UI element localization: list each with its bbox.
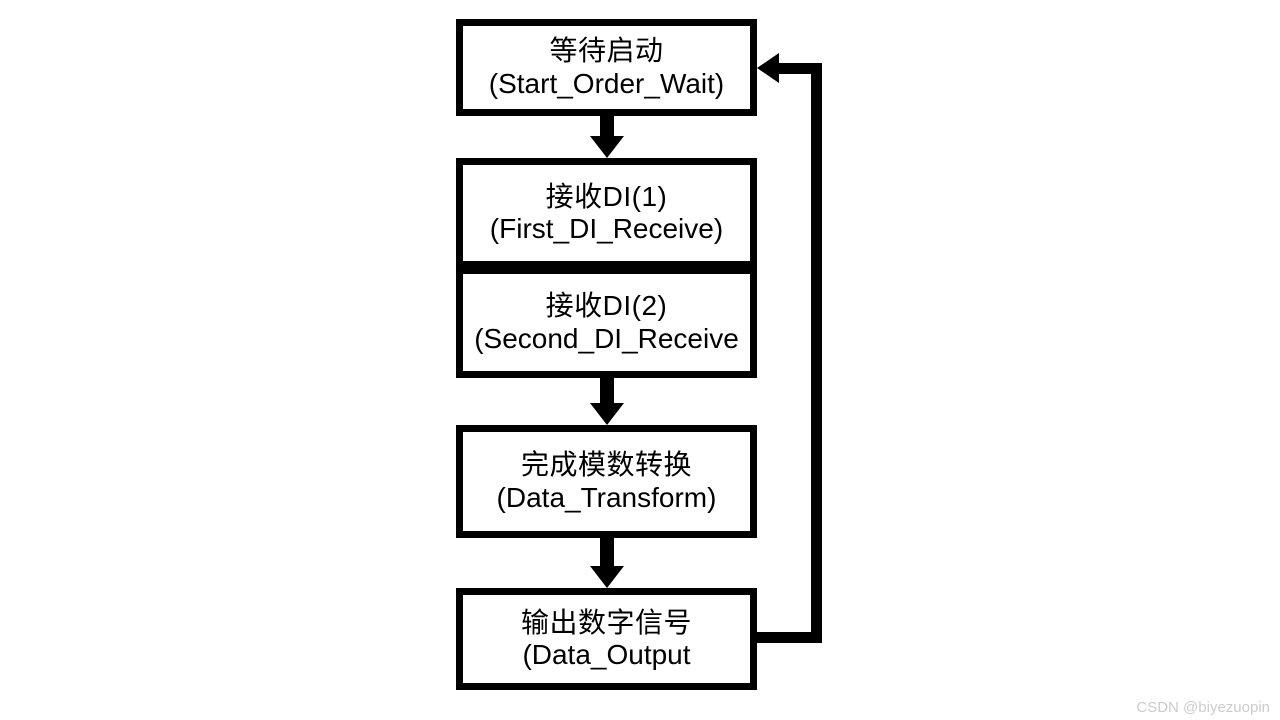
node-second-di-receive-cn-label: 接收DI(2) — [545, 290, 668, 322]
node-data-transform[interactable]: 完成模数转换 (Data_Transform) — [456, 425, 757, 538]
node-start-order-wait-cn-label: 等待启动 — [549, 35, 664, 67]
node-first-di-receive-en-label: (First_DI_Receive) — [489, 213, 724, 244]
node-data-output[interactable]: 输出数字信号 (Data_Output — [456, 588, 757, 690]
node-second-di-receive-en-label: (Second_DI_Receive — [474, 322, 739, 354]
edge-transform-to-output-line — [600, 538, 614, 570]
edge-feedback-vertical-segment — [811, 63, 822, 643]
edge-start-to-first-line — [600, 116, 614, 141]
watermark-text: CSDN @biyezuopin — [1136, 699, 1270, 716]
edge-feedback-arrowhead — [757, 53, 779, 83]
edge-second-to-transform-line — [600, 378, 614, 407]
node-first-di-receive[interactable]: 接收DI(1) (First_DI_Receive) — [456, 158, 757, 268]
node-data-output-en-label: (Data_Output — [522, 639, 691, 670]
edge-start-to-first-arrowhead — [590, 136, 624, 158]
node-data-output-cn-label: 输出数字信号 — [520, 606, 692, 638]
edge-second-to-transform-arrowhead — [590, 403, 624, 425]
node-first-di-receive-cn-label: 接收DI(1) — [545, 180, 668, 212]
node-start-order-wait-en-label: (Start_Order_Wait) — [488, 67, 725, 99]
edge-transform-to-output-arrowhead — [590, 566, 624, 588]
node-data-transform-cn-label: 完成模数转换 — [520, 449, 692, 481]
node-start-order-wait[interactable]: 等待启动 (Start_Order_Wait) — [456, 19, 757, 116]
edge-feedback-bottom-segment — [750, 632, 822, 643]
node-second-di-receive[interactable]: 接收DI(2) (Second_DI_Receive — [456, 267, 757, 378]
node-data-transform-en-label: (Data_Transform) — [496, 481, 717, 513]
edge-feedback-top-segment — [778, 63, 822, 74]
